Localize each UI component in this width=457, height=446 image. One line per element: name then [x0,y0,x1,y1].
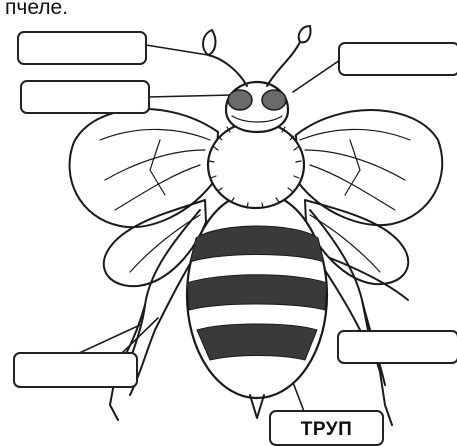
antennae [203,26,310,86]
left-antenna [208,55,247,86]
label-box-body-text: ТРУП [271,419,382,441]
label-box-top-left[interactable] [17,31,147,65]
head [226,82,288,132]
abdomen [187,192,327,418]
leader-line-eye [148,95,232,97]
right-eye [262,90,286,110]
left-eye [228,90,252,110]
leader-line-antenna [146,45,208,55]
leader-line-leg [75,325,140,355]
label-box-top-right[interactable] [338,42,457,76]
stripe-3 [197,324,317,360]
left-forewing [70,109,218,227]
label-box-mid-left[interactable] [20,80,150,114]
label-box-bottom-right[interactable] [337,330,457,364]
leader-line-right-antenna [293,60,340,92]
label-box-body[interactable]: ТРУП [269,410,384,446]
right-antenna [267,42,300,86]
label-box-bottom-left[interactable] [13,352,138,388]
